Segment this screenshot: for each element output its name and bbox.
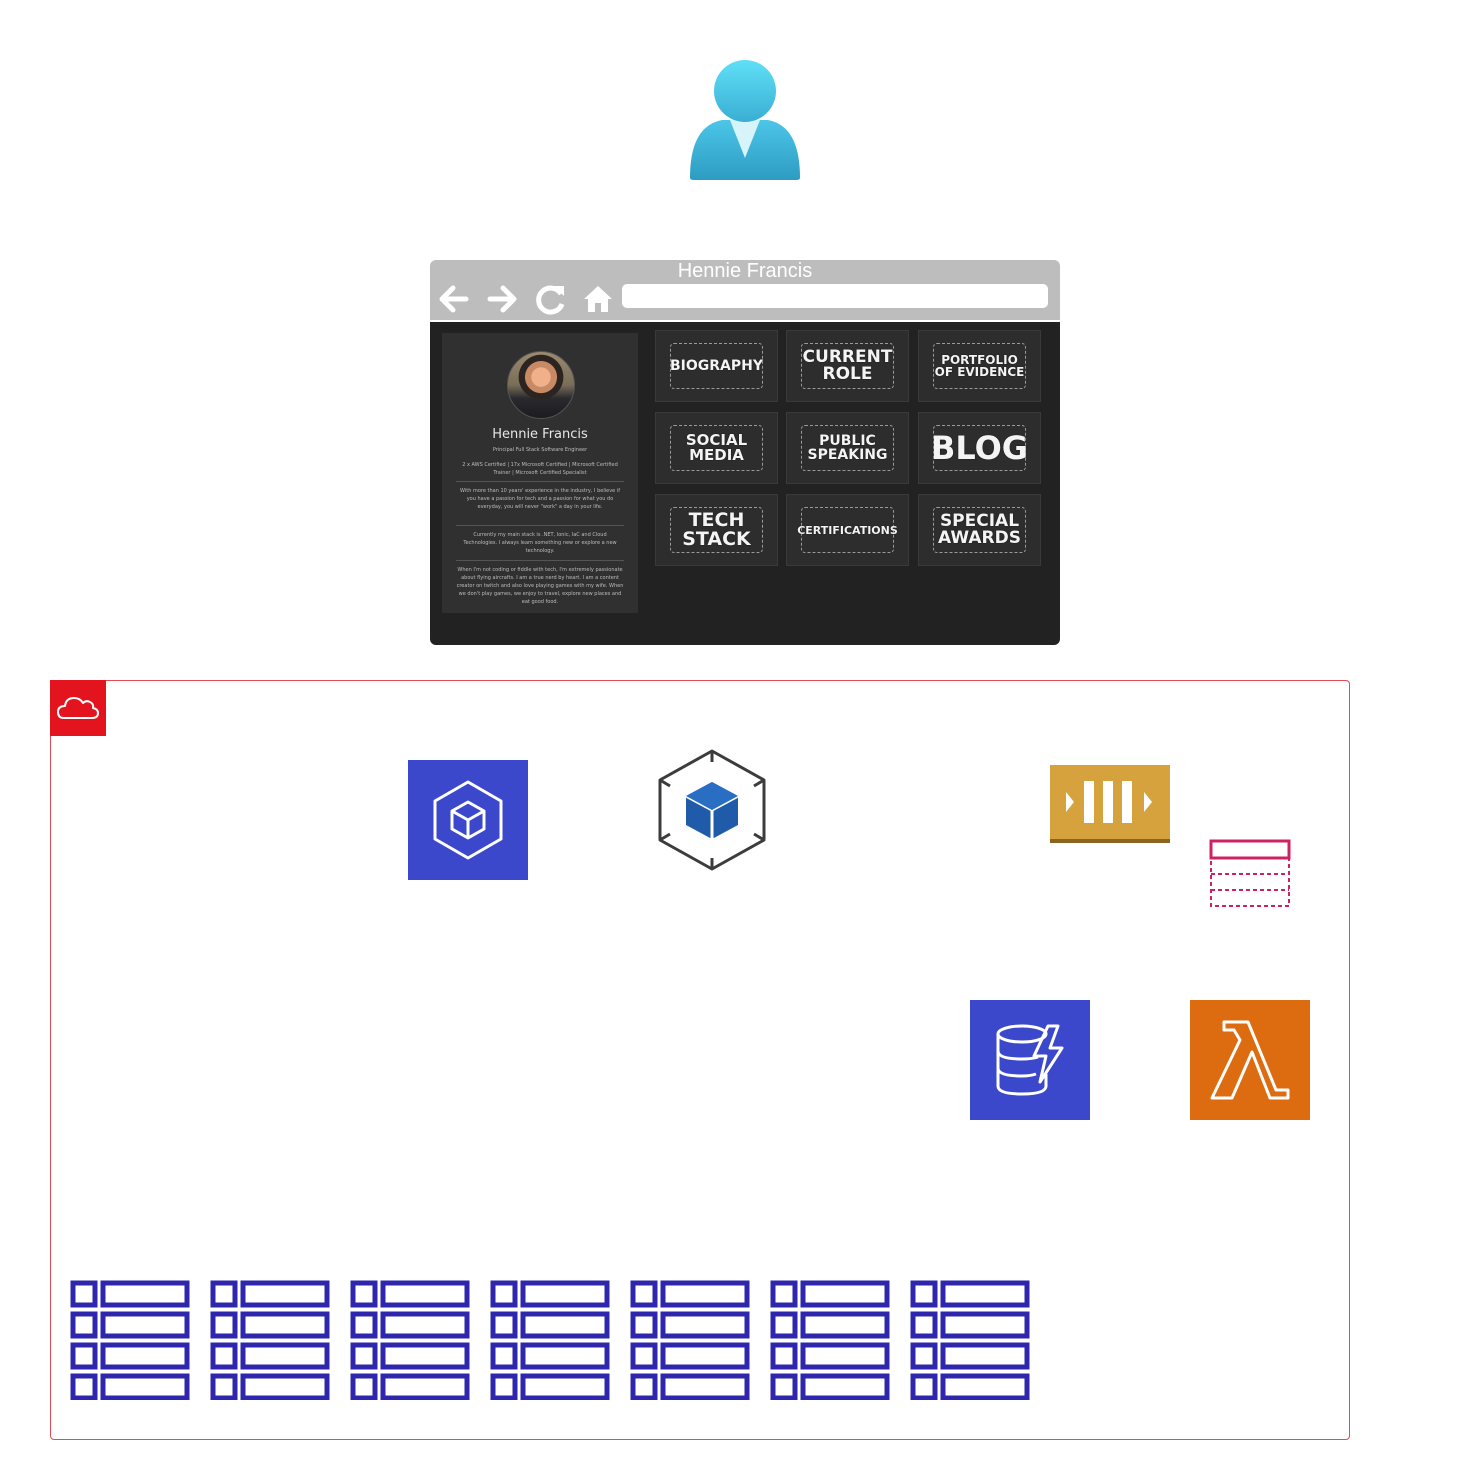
tile-frame <box>933 343 1026 389</box>
table-list-icon <box>910 1280 1030 1400</box>
tile-special-awards[interactable]: SPECIAL AWARDS <box>918 494 1041 566</box>
browser-content: Hennie Francis Principal Full Stack Soft… <box>430 322 1060 645</box>
avatar <box>507 351 575 419</box>
table-icon <box>1209 839 1291 907</box>
table-list-icon <box>630 1280 750 1400</box>
back-arrow-icon[interactable] <box>436 282 470 316</box>
tile-frame <box>670 425 763 471</box>
tile-frame <box>801 507 894 553</box>
tile-label: SOCIAL MEDIA <box>685 431 748 464</box>
tile-label: CERTIFICATIONS <box>797 523 898 537</box>
profile-paragraph: When I'm not coding or fiddle with tech,… <box>456 567 624 605</box>
table-list-icon <box>770 1280 890 1400</box>
browser-title: Hennie Francis <box>677 260 813 282</box>
table-list-icon <box>350 1280 470 1400</box>
divider <box>456 525 624 526</box>
tile-public-speaking[interactable]: PUBLIC SPEAKING <box>786 412 909 484</box>
tile-label: PORTFOLIO OF EVIDENCE <box>934 353 1025 379</box>
profile-paragraph: Currently my main stack is .NET, Ionic, … <box>463 532 617 554</box>
tile-portfolio-of-evidence[interactable]: PORTFOLIO OF EVIDENCE <box>918 330 1041 402</box>
tile-label: PUBLIC SPEAKING <box>807 433 888 463</box>
browser-window: Hennie Francis Hennie Francis Principal … <box>430 260 1060 645</box>
profile-role: Principal Full Stack Software Engineer <box>492 447 588 453</box>
tile-blog[interactable]: BLOG <box>918 412 1041 484</box>
tile-tech-stack[interactable]: TECH STACK <box>655 494 778 566</box>
home-icon[interactable] <box>581 282 615 316</box>
reload-icon[interactable] <box>534 282 568 316</box>
profile-certs: 2 x AWS Certified | 17x Microsoft Certif… <box>462 462 618 476</box>
table-list-icon <box>210 1280 330 1400</box>
table-list-icon <box>70 1280 190 1400</box>
hexagon-cube-icon <box>658 749 766 871</box>
address-bar[interactable] <box>622 284 1048 308</box>
tile-frame <box>801 343 894 389</box>
user-icon <box>690 60 800 180</box>
tile-frame <box>670 507 763 553</box>
tile-frame <box>670 343 763 389</box>
lambda-icon <box>1190 1000 1310 1120</box>
divider <box>456 560 624 561</box>
profile-paragraph: With more than 10 years' experience in t… <box>460 488 620 510</box>
tile-label: CURRENT ROLE <box>802 347 893 384</box>
tile-social-media[interactable]: SOCIAL MEDIA <box>655 412 778 484</box>
cloud-icon <box>50 680 106 736</box>
queue-icon <box>1050 765 1170 843</box>
tile-certifications[interactable]: CERTIFICATIONS <box>786 494 909 566</box>
dynamodb-icon <box>970 1000 1090 1120</box>
tile-label: SPECIAL AWARDS <box>938 511 1021 548</box>
tile-frame <box>933 425 1026 471</box>
tile-current-role[interactable]: CURRENT ROLE <box>786 330 909 402</box>
tile-label: BIOGRAPHY <box>669 358 763 374</box>
tile-label: TECH STACK <box>682 509 751 550</box>
profile-name: Hennie Francis <box>492 427 588 442</box>
forward-arrow-icon[interactable] <box>486 282 520 316</box>
tile-biography[interactable]: BIOGRAPHY <box>655 330 778 402</box>
tile-label: BLOG <box>930 429 1029 467</box>
blue-cube-service-icon <box>408 760 528 880</box>
profile-card: Hennie Francis Principal Full Stack Soft… <box>442 333 638 613</box>
table-list-icon <box>490 1280 610 1400</box>
tile-frame <box>801 425 894 471</box>
cloud-boundary <box>50 680 1350 1440</box>
divider <box>456 481 624 482</box>
tile-frame <box>933 507 1026 553</box>
